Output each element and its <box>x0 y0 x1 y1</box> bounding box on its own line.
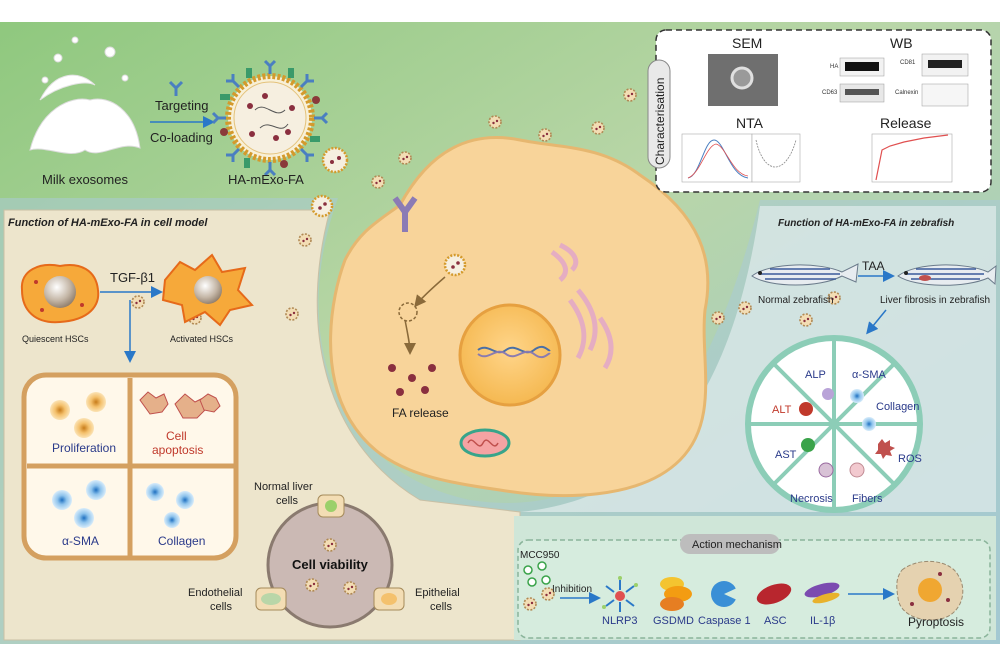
mcc950-molecules <box>523 561 551 587</box>
pyroptosis-label: Pyroptosis <box>908 615 964 629</box>
apoptosis-label-2: apoptosis <box>152 443 203 457</box>
epithelial-label-1: Epithelial <box>415 587 460 599</box>
asc-icon <box>756 583 792 605</box>
cell-model-title: Function of HA-mExo-FA in cell model <box>8 217 208 229</box>
wb-cd63: CD63 <box>822 90 838 96</box>
ast-label: AST <box>775 449 797 461</box>
fibers-dot <box>849 462 865 478</box>
mitochondrion-icon <box>459 428 511 458</box>
small-particle <box>321 146 349 174</box>
epithelial-cell <box>373 587 405 611</box>
pyroptosis-cell-icon <box>896 560 964 621</box>
zebrafish-title: Function of HA-mExo-FA in zebrafish <box>778 218 954 229</box>
alp-label: ALP <box>805 369 826 381</box>
asma-dot <box>850 389 864 403</box>
proliferation-cells <box>50 392 106 438</box>
ros-icon <box>875 439 895 459</box>
asma-cells <box>52 480 106 528</box>
tgf-label: TGF-β1 <box>110 270 155 285</box>
quiescent-hsc <box>20 264 100 324</box>
normal-zebrafish-label: Normal zebrafish <box>758 295 834 306</box>
proliferation-label: Proliferation <box>52 441 116 455</box>
characterisation-label: Characterisation <box>653 78 667 165</box>
nucleus <box>458 303 562 407</box>
fibrosis-zebrafish-label: Liver fibrosis in zebrafish <box>880 295 990 306</box>
caspase1-label: Caspase 1 <box>698 615 751 627</box>
normal-liver-label-1: Normal liver <box>254 481 313 493</box>
ros-label: ROS <box>898 453 922 465</box>
nta-title: NTA <box>736 115 764 131</box>
wb-cd81: CD81 <box>900 60 916 66</box>
caspase1-icon <box>711 581 739 607</box>
endothelial-label-1: Endothelial <box>188 587 242 599</box>
collagen-cells <box>146 483 194 528</box>
activated-hsc <box>161 253 254 327</box>
release-plot <box>871 133 953 183</box>
wb-ha: HA <box>830 64 838 70</box>
dna-icon <box>477 345 551 354</box>
alp-dot <box>822 388 834 400</box>
milk-splash-icon <box>29 36 141 155</box>
normal-liver-label-2: cells <box>276 495 299 507</box>
endothelial-label-2: cells <box>210 601 233 613</box>
er-icon <box>550 242 614 370</box>
characterisation-tab <box>647 59 671 169</box>
targeting-label: Targeting <box>155 98 208 113</box>
alt-label: ALT <box>772 404 792 416</box>
nlrp3-icon <box>602 576 638 612</box>
normal-zebrafish-icon <box>751 263 859 286</box>
gsdmd-icon <box>660 577 692 611</box>
activated-label: Activated HSCs <box>170 334 234 344</box>
receptor-icon <box>392 196 418 232</box>
fa-molecules <box>388 364 436 396</box>
alt-dot <box>799 402 813 416</box>
wheel-collagen-label: Collagen <box>876 401 919 413</box>
product-label: HA-mExo-FA <box>228 172 304 187</box>
mechanism-tab <box>680 534 780 554</box>
wb-title: WB <box>890 35 913 51</box>
endosome-particle <box>443 253 467 277</box>
mcc950-label: MCC950 <box>520 550 560 561</box>
il1b-label: IL-1β <box>810 615 835 627</box>
apoptosis-cells <box>139 391 221 419</box>
sem-title: SEM <box>732 35 762 51</box>
coloading-label: Co-loading <box>150 130 213 145</box>
mechanism-title: Action mechanism <box>692 539 782 551</box>
milk-exosomes-label: Milk exosomes <box>42 172 128 187</box>
zebrafish-readout-wheel <box>745 335 923 513</box>
ast-dot <box>801 438 815 452</box>
small-particle <box>310 194 334 218</box>
il1b-icon <box>804 582 840 604</box>
taa-label: TAA <box>862 259 884 273</box>
ha-mexo-fa-particle <box>211 59 329 177</box>
collagen-label: Collagen <box>158 534 205 548</box>
normal-liver-cell <box>317 494 345 518</box>
nlrp3-label: NLRP3 <box>602 615 637 627</box>
gsdmd-label: GSDMD <box>653 615 694 627</box>
necrosis-dot <box>818 462 834 478</box>
necrosis-label: Necrosis <box>790 493 833 505</box>
asc-label: ASC <box>764 615 787 627</box>
wheel-asma-label: α-SMA <box>852 369 887 381</box>
wb-calnexin: Calnexin <box>895 90 918 96</box>
collagen-dot <box>862 417 876 431</box>
quiescent-label: Quiescent HSCs <box>22 334 89 344</box>
cell-viability-label: Cell viability <box>292 557 369 572</box>
release-title: Release <box>880 115 932 131</box>
apoptosis-label-1: Cell <box>166 429 187 443</box>
epithelial-label-2: cells <box>430 601 453 613</box>
asma-label: α-SMA <box>62 534 99 548</box>
fibers-label: Fibers <box>852 493 883 505</box>
endothelial-cell <box>255 587 287 611</box>
targeting-antibody-icon <box>168 80 184 96</box>
fa-release-label: FA release <box>392 406 449 420</box>
fibrotic-zebrafish-icon <box>897 264 997 286</box>
inhibition-label: Inhibition <box>552 584 592 595</box>
